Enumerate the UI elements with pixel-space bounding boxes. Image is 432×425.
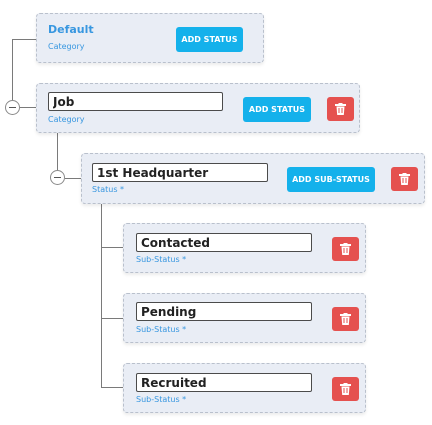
sub-status-name-field[interactable] xyxy=(136,233,312,252)
category-label: Category xyxy=(48,42,85,51)
tree-connector xyxy=(101,247,123,248)
tree-connector xyxy=(12,39,36,40)
sub-status-label: Sub-Status * xyxy=(136,325,187,334)
add-status-button[interactable]: ADD STATUS xyxy=(243,97,311,122)
status-name-field[interactable] xyxy=(92,163,268,182)
sub-status-name-field[interactable] xyxy=(136,373,312,392)
trash-icon xyxy=(399,173,410,185)
category-name-default: Default xyxy=(48,23,94,36)
delete-category-button[interactable] xyxy=(327,97,354,121)
tree-connector xyxy=(101,203,102,387)
tree-connector xyxy=(57,133,58,171)
delete-status-button[interactable] xyxy=(391,167,418,191)
add-sub-status-button[interactable]: ADD SUB-STATUS xyxy=(287,167,375,192)
sub-status-card: Sub-Status * xyxy=(123,293,366,343)
trash-icon xyxy=(335,103,346,115)
category-card-job: Category ADD STATUS xyxy=(36,83,360,133)
delete-sub-status-button[interactable] xyxy=(332,237,359,261)
tree-connector xyxy=(65,178,81,179)
tree-connector xyxy=(20,107,36,108)
tree-connector xyxy=(101,387,123,388)
delete-sub-status-button[interactable] xyxy=(332,377,359,401)
tree-connector xyxy=(101,318,123,319)
tree-connector xyxy=(12,39,13,101)
trash-icon xyxy=(340,313,351,325)
sub-status-card: Sub-Status * xyxy=(123,363,366,413)
category-label: Category xyxy=(48,115,85,124)
add-status-button[interactable]: ADD STATUS xyxy=(176,27,243,52)
category-name-field[interactable] xyxy=(48,92,223,111)
status-card-headquarter: Status * ADD SUB-STATUS xyxy=(81,153,425,204)
trash-icon xyxy=(340,243,351,255)
sub-status-label: Sub-Status * xyxy=(136,255,187,264)
sub-status-card: Sub-Status * xyxy=(123,223,366,273)
category-card-default: Default Category ADD STATUS xyxy=(36,13,264,63)
trash-icon xyxy=(340,383,351,395)
delete-sub-status-button[interactable] xyxy=(332,307,359,331)
sub-status-label: Sub-Status * xyxy=(136,395,187,404)
collapse-job-minus-icon[interactable] xyxy=(5,100,20,115)
collapse-headquarter-minus-icon[interactable] xyxy=(50,170,65,185)
sub-status-name-field[interactable] xyxy=(136,302,312,321)
status-label: Status * xyxy=(92,185,125,194)
